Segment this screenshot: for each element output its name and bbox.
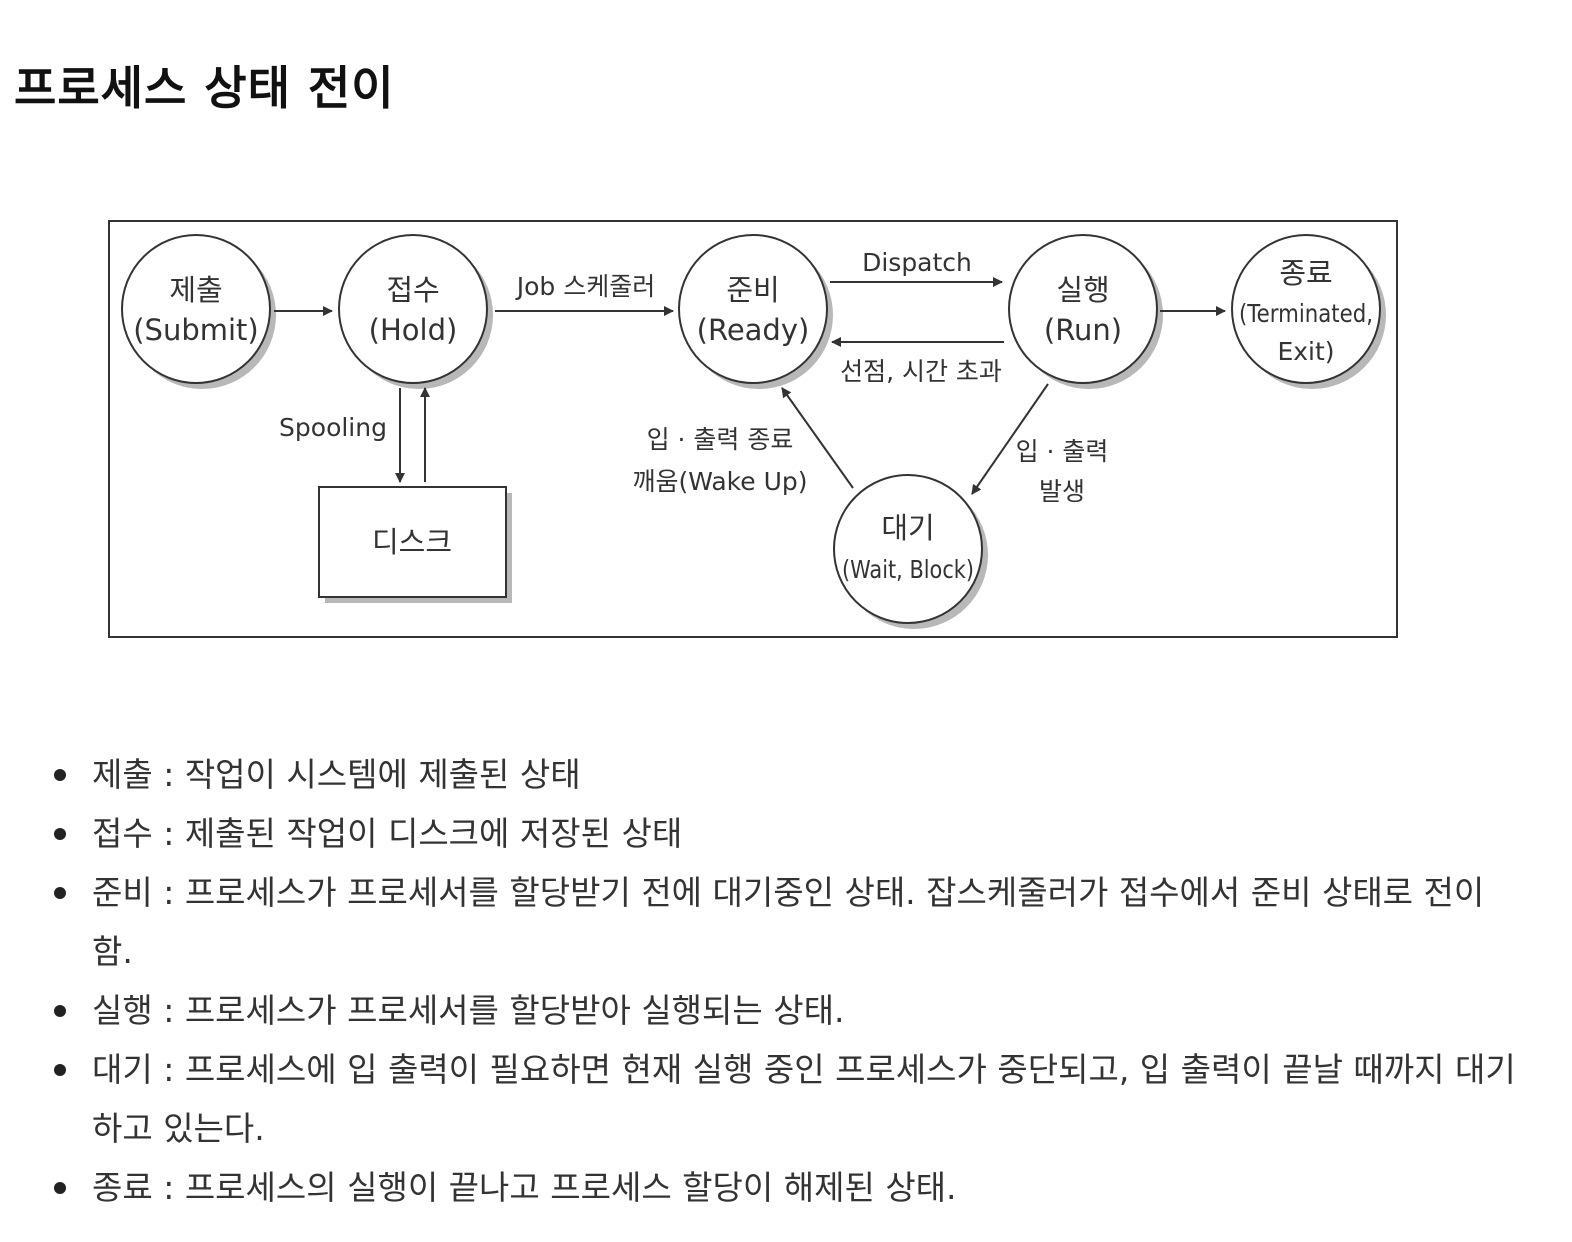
bullet-dot-icon xyxy=(54,769,66,781)
edge-label-io-occur-2: 발생 xyxy=(1039,477,1085,506)
node-submit: 제출 (Submit) xyxy=(121,234,271,384)
node-run-sublabel: (Run) xyxy=(1044,313,1122,347)
list-item: 종료 : 프로세스의 실행이 끝나고 프로세스 할당이 해제된 상태. xyxy=(40,1158,1520,1217)
node-disk: 디스크 xyxy=(318,486,507,598)
list-item-text: 제출 : 작업이 시스템에 제출된 상태 xyxy=(92,755,581,794)
list-item-text: 준비 : 프로세스가 프로세서를 할당받기 전에 대기중인 상태. 잡스케줄러가… xyxy=(92,873,1485,971)
list-item-text: 대기 : 프로세스에 입 출력이 필요하면 현재 실행 중인 프로세스가 중단되… xyxy=(92,1050,1516,1148)
list-item-text: 종료 : 프로세스의 실행이 끝나고 프로세스 할당이 해제된 상태. xyxy=(92,1168,957,1207)
bullet-dot-icon xyxy=(54,887,66,899)
list-item: 준비 : 프로세스가 프로세서를 할당받기 전에 대기중인 상태. 잡스케줄러가… xyxy=(40,863,1520,981)
edge-label-io-occur-1: 입 · 출력 xyxy=(1016,437,1109,466)
edge-run-to-wait xyxy=(971,383,1049,495)
edge-label-spooling: Spooling xyxy=(279,413,387,442)
edge-label-dispatch: Dispatch xyxy=(862,248,972,277)
node-hold-label: 접수 xyxy=(386,273,439,307)
list-item-text: 실행 : 프로세스가 프로세서를 할당받아 실행되는 상태. xyxy=(92,991,845,1030)
node-run: 실행 (Run) xyxy=(1008,234,1158,384)
node-submit-sublabel: (Submit) xyxy=(133,313,259,347)
edge-label-io-done-1: 입 · 출력 종료 xyxy=(647,425,794,454)
list-item-text: 접수 : 제출된 작업이 디스크에 저장된 상태 xyxy=(92,814,683,853)
list-item: 제출 : 작업이 시스템에 제출된 상태 xyxy=(40,745,1520,804)
node-ready-label: 준비 xyxy=(726,273,779,307)
node-hold: 접수 (Hold) xyxy=(338,234,488,384)
list-item: 접수 : 제출된 작업이 디스크에 저장된 상태 xyxy=(40,804,1520,863)
page-title: 프로세스 상태 전이 xyxy=(14,61,395,115)
edge-wait-to-ready xyxy=(781,387,854,489)
node-terminated: 종료 (Terminated, Exit) xyxy=(1231,234,1381,384)
list-item: 대기 : 프로세스에 입 출력이 필요하면 현재 실행 중인 프로세스가 중단되… xyxy=(40,1040,1520,1158)
node-terminated-sublabel: (Terminated, xyxy=(1239,299,1373,328)
edge-label-job-scheduler: Job 스케줄러 xyxy=(515,272,656,301)
node-hold-sublabel: (Hold) xyxy=(369,313,458,347)
bullet-dot-icon xyxy=(54,1064,66,1076)
bullet-dot-icon xyxy=(54,1005,66,1017)
bullet-dot-icon xyxy=(54,1182,66,1194)
edge-label-preempt: 선점, 시간 초과 xyxy=(840,357,1002,386)
node-terminated-label: 종료 xyxy=(1279,256,1332,290)
node-submit-label: 제출 xyxy=(169,273,222,307)
node-wait: 대기 (Wait, Block) xyxy=(833,474,983,624)
edge-label-io-done-2: 깨움(Wake Up) xyxy=(632,467,807,496)
list-item: 실행 : 프로세스가 프로세서를 할당받아 실행되는 상태. xyxy=(40,981,1520,1040)
diagram-edges xyxy=(274,277,1226,495)
diagram-svg: 제출 (Submit) 접수 (Hold) 준비 (Ready) 실행 (Run… xyxy=(108,220,1398,638)
node-wait-sublabel: (Wait, Block) xyxy=(842,555,974,584)
node-ready: 준비 (Ready) xyxy=(678,234,828,384)
node-wait-label: 대기 xyxy=(881,511,934,545)
node-disk-label: 디스크 xyxy=(372,525,452,559)
process-state-diagram: 제출 (Submit) 접수 (Hold) 준비 (Ready) 실행 (Run… xyxy=(108,220,1400,640)
node-ready-sublabel: (Ready) xyxy=(697,313,810,347)
node-run-label: 실행 xyxy=(1056,273,1109,307)
node-terminated-sublabel-2: Exit) xyxy=(1277,337,1334,366)
bullet-dot-icon xyxy=(54,828,66,840)
state-description-list: 제출 : 작업이 시스템에 제출된 상태 접수 : 제출된 작업이 디스크에 저… xyxy=(40,745,1520,1217)
